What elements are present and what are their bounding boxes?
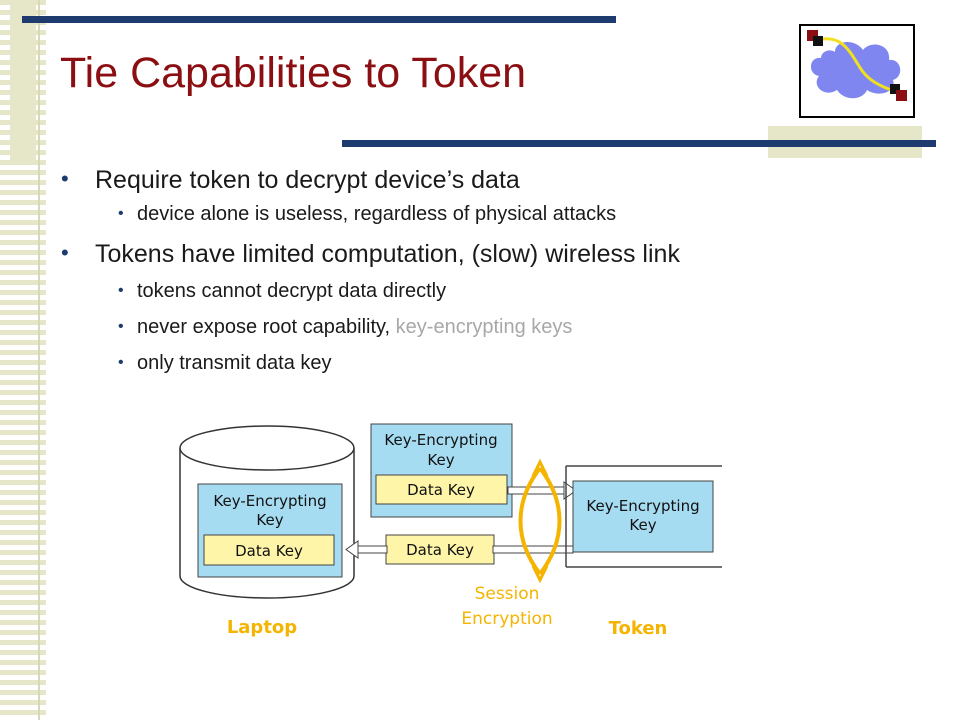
laptop-kek-line1: Key-Encrypting — [213, 492, 326, 510]
middle-kek-line2: Key — [427, 451, 454, 469]
bottom-rule — [342, 140, 936, 147]
return-data-key: Data Key — [406, 541, 474, 559]
laptop-label: Laptop — [227, 617, 297, 638]
left-beige-bar — [10, 0, 36, 160]
sub-bullet-icon: • — [118, 282, 124, 299]
session-label-line1: Session — [475, 584, 540, 604]
bullet-1: Require token to decrypt device’s data — [95, 166, 520, 194]
middle-data-key-box — [375, 474, 508, 505]
bullet-1-sub-1: device alone is useless, regardless of p… — [137, 203, 617, 225]
logo-box — [799, 24, 915, 118]
bullet-2-sub-2-text: never expose root capability, — [137, 316, 396, 338]
bullet-2-sub-3: only transmit data key — [137, 352, 332, 374]
token-kek-line1: Key-Encrypting — [586, 497, 699, 515]
session-label-line2: Encryption — [461, 609, 552, 629]
return-data-key-box — [385, 534, 495, 565]
bullet-icon: • — [61, 240, 69, 265]
session-encryption-ring — [518, 458, 562, 584]
token-kek-box — [572, 480, 714, 553]
bullet-2-sub-2: never expose root capability, key-encryp… — [137, 316, 572, 339]
sub-bullet-icon: • — [118, 318, 124, 335]
bullet-2: Tokens have limited computation, (slow) … — [95, 240, 680, 268]
sub-bullet-icon: • — [118, 205, 124, 222]
token-label: Token — [609, 618, 668, 639]
bullet-2-sub-2-muted: key-encrypting keys — [395, 316, 573, 338]
bullet-icon: • — [61, 166, 69, 191]
bullet-2-sub-1: tokens cannot decrypt data directly — [137, 280, 447, 302]
sub-bullet-icon: • — [118, 354, 124, 371]
slide-title: Tie Capabilities to Token — [60, 49, 527, 97]
laptop-kek-line2: Key — [256, 511, 283, 529]
laptop-data-key: Data Key — [235, 542, 303, 560]
token-kek-line2: Key — [629, 516, 656, 534]
left-striped-strip — [0, 0, 46, 720]
arrow-to-token — [507, 481, 577, 500]
laptop-data-key-box — [203, 534, 335, 566]
middle-data-key: Data Key — [407, 481, 475, 499]
token-device — [565, 465, 722, 568]
top-rule — [22, 16, 616, 23]
left-divider-line — [38, 0, 40, 720]
network-cloud-icon — [807, 30, 907, 101]
middle-kek-line1: Key-Encrypting — [384, 431, 497, 449]
